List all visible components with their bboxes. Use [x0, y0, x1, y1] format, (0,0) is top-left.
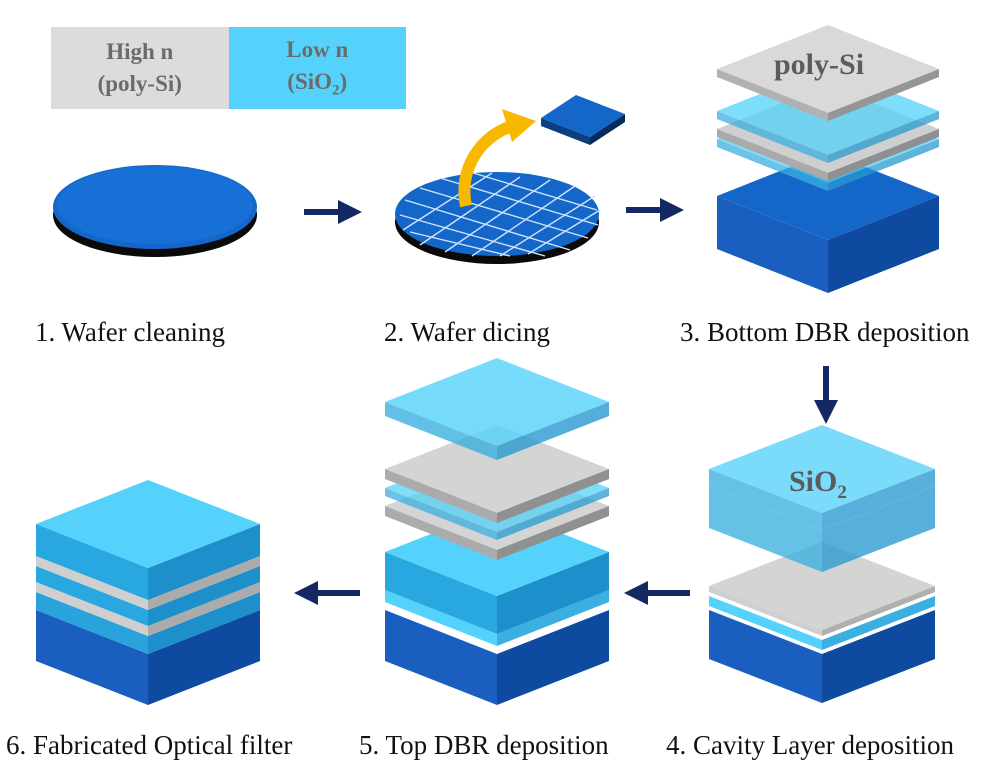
- poly-si-label: poly-Si: [774, 48, 865, 81]
- dicing-arrow: [458, 119, 517, 208]
- step-2-caption: 2. Wafer dicing: [384, 317, 551, 347]
- diced-chip: [541, 95, 625, 145]
- legend-high-title: High n: [106, 39, 174, 65]
- sio2-label: SiO2: [789, 465, 847, 503]
- top-dbr-stack: [385, 358, 609, 705]
- legend-high-material: (poly-Si): [97, 71, 182, 96]
- step-3-caption: 3. Bottom DBR deposition: [680, 317, 970, 347]
- legend-low-index: Low n (SiO2): [228, 27, 406, 109]
- step-4-caption: 4. Cavity Layer deposition: [666, 730, 954, 760]
- step-1-caption: 1. Wafer cleaning: [35, 317, 225, 347]
- wafer-step1: [53, 165, 257, 257]
- cavity-stack: [709, 425, 935, 703]
- legend-low-title: Low n: [286, 37, 349, 63]
- material-legend: High n (poly-Si) Low n (SiO2): [51, 27, 406, 109]
- dicing-grid: [399, 171, 601, 257]
- step-5-caption: 5. Top DBR deposition: [359, 730, 609, 760]
- step-6-caption: 6. Fabricated Optical filter: [6, 730, 293, 760]
- wafer-step2: [395, 95, 625, 264]
- optical-filter-stack: [36, 480, 260, 705]
- flow-arrows: [294, 198, 838, 605]
- legend-low-material: (SiO2): [287, 69, 348, 99]
- bottom-dbr-stack: [717, 25, 939, 293]
- legend-high-index: High n (poly-Si): [51, 27, 229, 109]
